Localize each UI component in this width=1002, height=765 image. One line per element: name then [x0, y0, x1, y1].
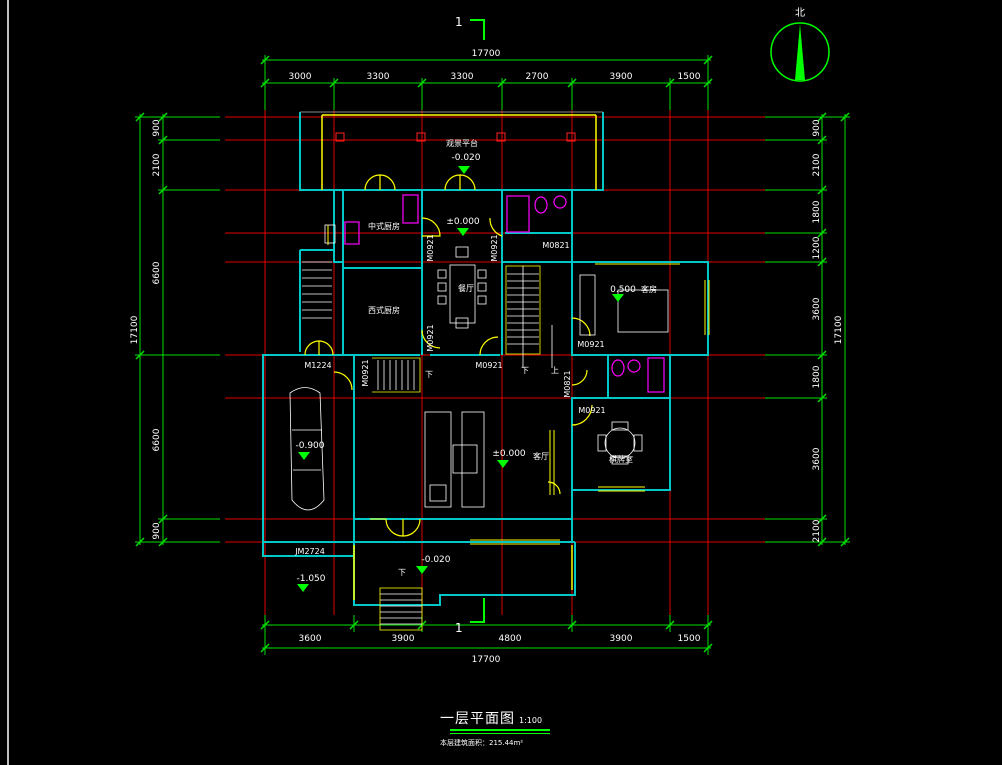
right-dimension-6: 1800 — [812, 365, 822, 388]
room-label-western-kitchen: 西式厨房 — [368, 305, 400, 315]
stair-entry — [379, 587, 423, 631]
bottom-dimension-1: 3600 — [299, 634, 322, 644]
porch-railing — [353, 545, 573, 600]
furniture — [289, 224, 669, 511]
top-dimension-6: 1500 — [678, 72, 701, 82]
north-arrow: 北 — [770, 7, 830, 82]
dimension-ticks — [135, 55, 850, 653]
drawing-title-block: 一层平面图 1:100 本层建筑面积：215.44m² — [440, 708, 570, 748]
right-total-dimension: 17100 — [834, 315, 844, 344]
section-mark-bottom: 1 — [455, 598, 485, 635]
north-label: 北 — [795, 7, 805, 19]
drawing-title: 一层平面图 — [440, 711, 515, 727]
door-code-m0921-g: M0921 — [578, 406, 605, 415]
top-dimension-5: 3900 — [610, 72, 633, 82]
dimension-lines — [135, 55, 850, 655]
room-label-chess-room: 棋牌室 — [609, 454, 633, 464]
bottom-total-dimension: 17700 — [472, 655, 501, 665]
door-code-jm2724: JM2724 — [294, 547, 325, 556]
door-code-m0821-b: M0821 — [563, 370, 572, 397]
stair-label-down-2: 下 — [521, 366, 529, 375]
room-label-viewing-platform: 观景平台 — [446, 138, 478, 148]
level-label-ground: -1.050 — [296, 574, 325, 584]
windows — [327, 225, 710, 545]
left-total-dimension: 17100 — [130, 315, 140, 344]
door-code-m0921-d: M0921 — [475, 361, 502, 370]
bottom-dimension-3: 4800 — [499, 634, 522, 644]
top-dimension-4: 2700 — [526, 72, 549, 82]
right-dimension-8: 2100 — [812, 519, 822, 542]
door-code-m0921-c: M0921 — [426, 324, 435, 351]
room-label-dining: 餐厅 — [458, 284, 474, 293]
level-label-platform: -0.020 — [451, 153, 480, 163]
platform-columns — [335, 132, 576, 142]
left-dimension-upper: 6600 — [152, 261, 162, 284]
top-dimension-1: 3000 — [289, 72, 312, 82]
right-dimension-7: 3600 — [812, 447, 822, 470]
right-dimension-3: 1800 — [812, 200, 822, 223]
drawing-scale: 1:100 — [519, 716, 543, 725]
north-arrow-circle — [770, 22, 830, 82]
level-markers — [297, 166, 624, 592]
fixtures — [344, 194, 665, 393]
door-code-m1224: M1224 — [304, 361, 331, 370]
room-label-living: 客厅 — [533, 451, 549, 461]
top-dimension-3: 3300 — [451, 72, 474, 82]
doors — [304, 174, 593, 537]
left-dimension-2100: 2100 — [152, 153, 162, 176]
north-arrow-needle — [795, 24, 805, 80]
stair-label-down-3: 下 — [398, 568, 406, 577]
svg-text:1: 1 — [455, 621, 463, 635]
left-dimension-top-900: 900 — [152, 119, 162, 136]
right-dimension-1: 900 — [812, 119, 822, 136]
bottom-dimension-4: 3900 — [610, 634, 633, 644]
door-code-m0821-a: M0821 — [542, 241, 569, 250]
stair-landing — [372, 357, 421, 393]
level-label-bedroom: 0.500 — [610, 285, 636, 295]
svg-text:1: 1 — [455, 15, 463, 29]
level-label-garage: -0.900 — [295, 441, 324, 451]
left-dimension-bottom-900: 900 — [152, 522, 162, 539]
door-code-m0921-e: M0921 — [361, 359, 370, 386]
stair-west — [302, 261, 332, 319]
bottom-dimension-5: 1500 — [678, 634, 701, 644]
title-underline-thin — [450, 733, 550, 734]
left-dimension-lower: 6600 — [152, 428, 162, 451]
axis-grid — [225, 100, 770, 615]
door-code-m0921-b: M0921 — [490, 234, 499, 261]
top-dimension-2: 3300 — [367, 72, 390, 82]
level-label-porch: -0.020 — [421, 555, 450, 565]
door-code-m0921-f: M0921 — [577, 340, 604, 349]
stair-main — [505, 265, 553, 368]
platform-railing — [321, 114, 597, 190]
floor-area-note: 本层建筑面积：215.44m² — [440, 739, 524, 747]
section-mark-top: 1 — [455, 15, 485, 40]
level-label-living: ±0.000 — [492, 449, 526, 459]
title-underline — [450, 729, 550, 731]
bottom-dimension-2: 3900 — [392, 634, 415, 644]
top-total-dimension: 17700 — [472, 49, 501, 59]
level-label-kitchen: ±0.000 — [446, 217, 480, 227]
stair-label-down-1: 下 — [425, 370, 433, 379]
building-walls — [262, 111, 709, 606]
room-label-chinese-kitchen: 中式厨房 — [368, 221, 400, 231]
right-dimension-5: 3600 — [812, 297, 822, 320]
right-dimension-4: 1200 — [812, 236, 822, 259]
right-dimension-2: 2100 — [812, 153, 822, 176]
room-label-bedroom: 客房 — [641, 284, 657, 294]
door-code-m0921-a: M0921 — [426, 234, 435, 261]
stair-label-up: 上 — [551, 366, 559, 375]
